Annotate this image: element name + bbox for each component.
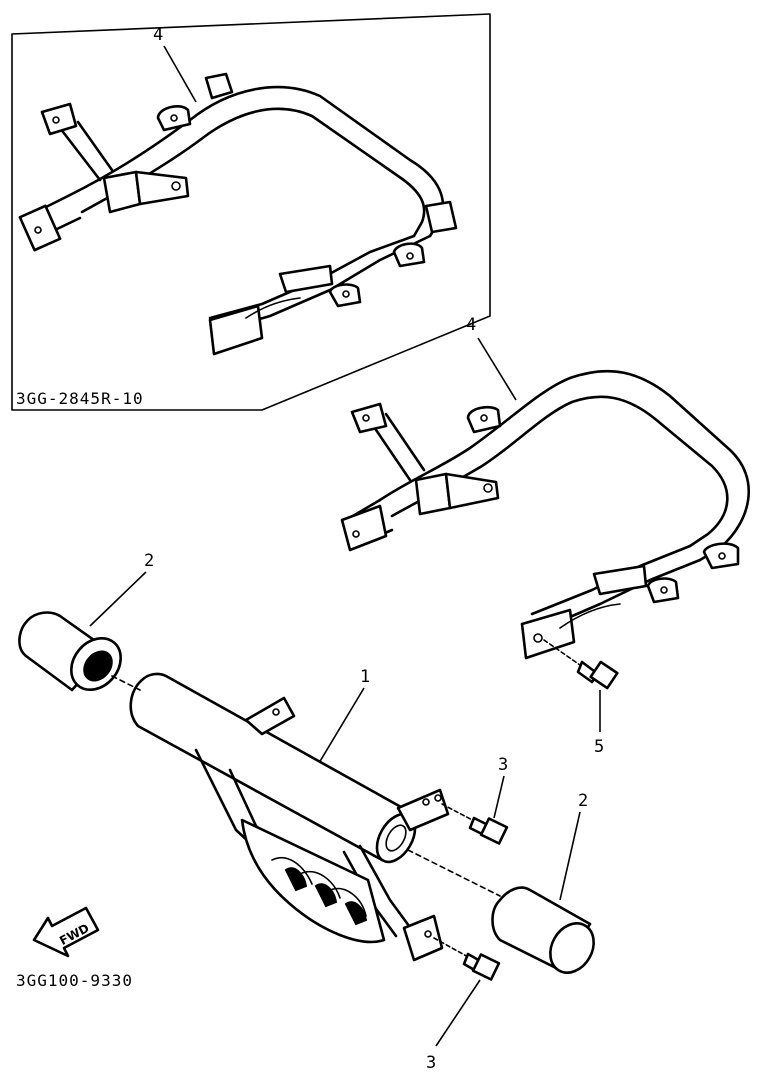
leader-4 xyxy=(477,337,517,401)
leader-3-lower xyxy=(435,979,481,1047)
callout-2-right: 2 xyxy=(578,791,588,811)
inset-code: 3GG-2845R-10 xyxy=(16,389,144,408)
inset-leader-4 xyxy=(163,45,197,103)
callout-1: 1 xyxy=(360,667,370,687)
end-cap-left: 2 xyxy=(18,551,154,692)
bolt-part-5: 5 xyxy=(543,639,619,757)
bolt-part-3-lower: 3 xyxy=(426,937,501,1073)
inset-callout-4: 4 xyxy=(153,25,163,45)
leader-2-left xyxy=(89,571,147,627)
inset-panel: 3GG-2845R-10 4 xyxy=(11,13,491,411)
end-cap-right: 2 xyxy=(407,791,595,974)
callout-3-lower: 3 xyxy=(426,1053,436,1073)
leader-2-right xyxy=(559,811,581,901)
callout-5: 5 xyxy=(594,737,604,757)
callout-2-left: 2 xyxy=(144,551,154,571)
inset-border xyxy=(11,13,491,411)
fwd-arrow: FWD xyxy=(32,906,100,958)
inset-grab-bar xyxy=(18,72,458,356)
callout-4: 4 xyxy=(466,315,476,335)
grab-bar: 4 xyxy=(340,315,751,660)
figure-code: 3GG100-9330 xyxy=(16,971,133,990)
leader-3-upper xyxy=(493,775,505,819)
callout-3-upper: 3 xyxy=(498,755,508,775)
bumper-guard: 1 xyxy=(129,667,450,962)
bolt-part-3-upper: 3 xyxy=(441,755,508,845)
